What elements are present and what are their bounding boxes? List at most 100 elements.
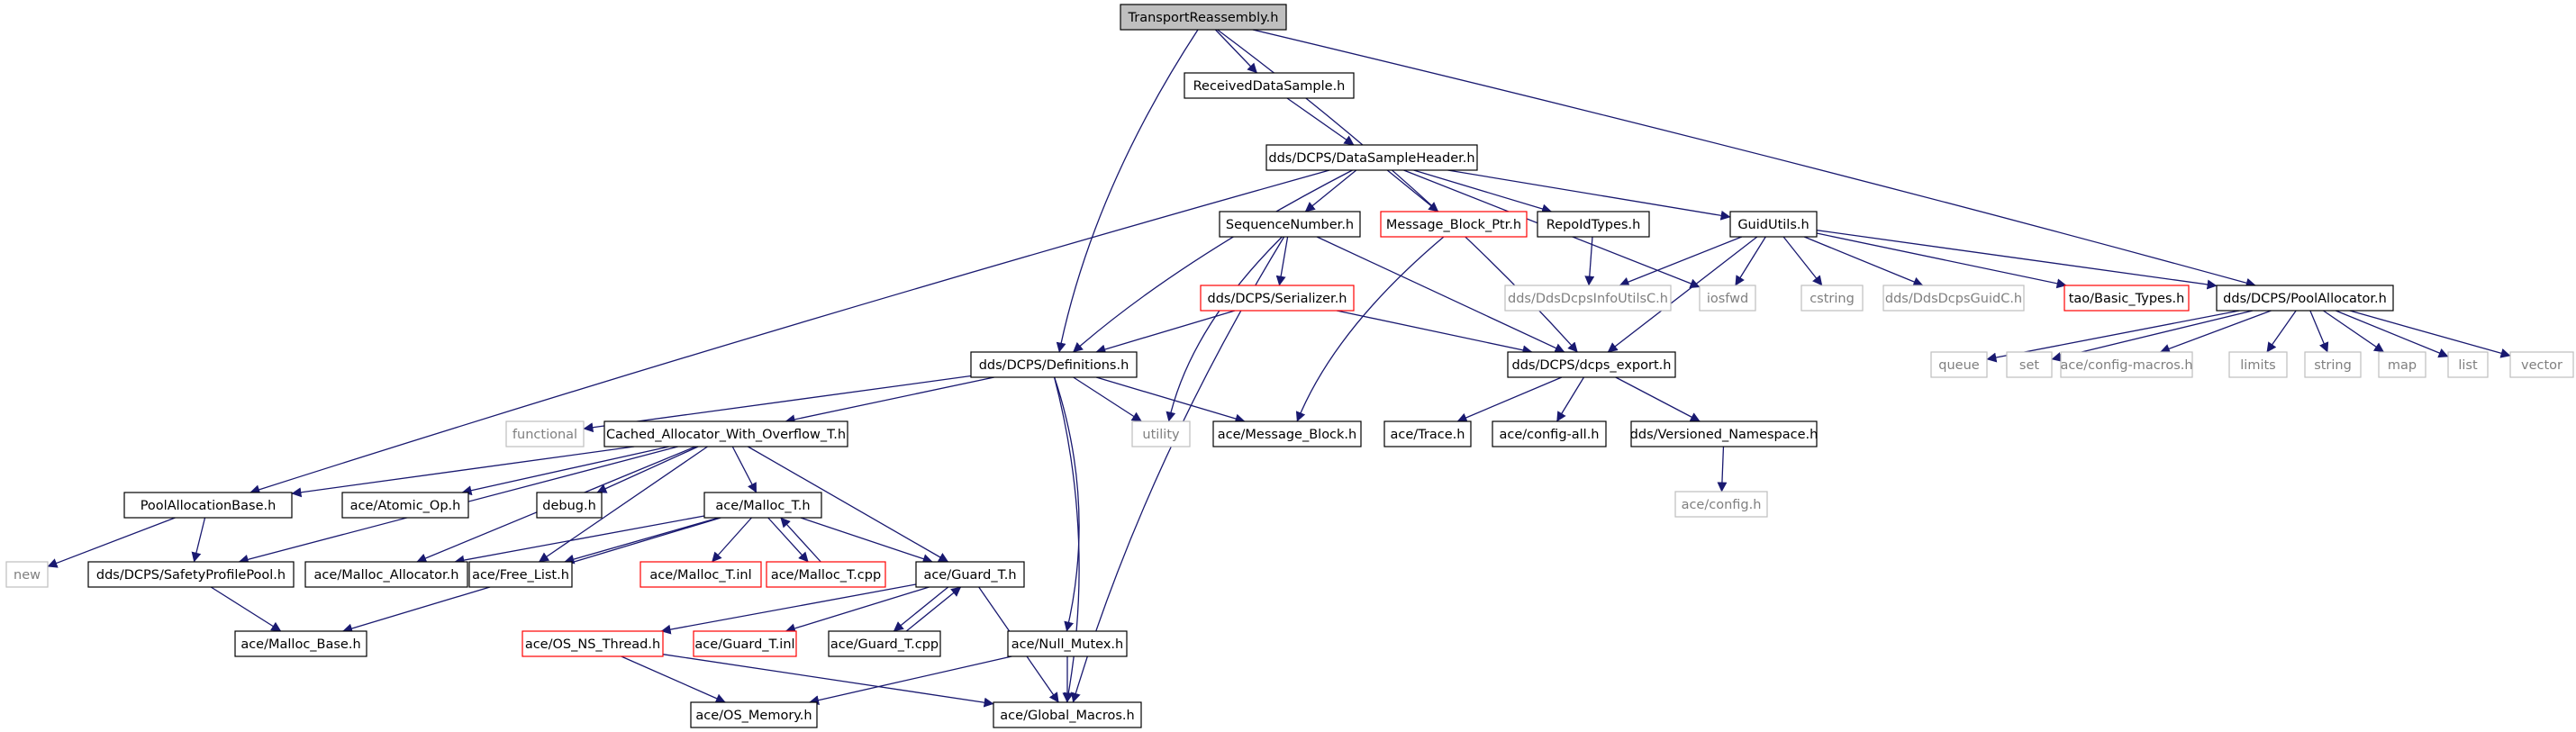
edge-n25-n35 <box>731 446 757 493</box>
node-label: Cached_Allocator_With_Overflow_T.h <box>606 428 846 442</box>
edge-n5-n8 <box>1584 236 1595 286</box>
edge-n6-n8 <box>1619 236 1743 287</box>
node-n18: ace/config-macros.h <box>2060 351 2193 378</box>
node-label: ace/config.h <box>1682 498 1762 512</box>
node-n34[interactable]: debug.h <box>536 492 603 519</box>
node-box <box>1492 420 1607 447</box>
node-n33[interactable]: ace/Atomic_Op.h <box>341 492 469 519</box>
node-box <box>1007 630 1128 657</box>
node-n20: string <box>2304 351 2362 378</box>
node-label: dds/DdsDcpsGuidC.h <box>1885 292 2022 306</box>
node-n35[interactable]: ace/Malloc_T.h <box>703 492 822 519</box>
node-box <box>1383 420 1472 447</box>
node-n46[interactable]: ace/Guard_T.cpp <box>828 630 941 657</box>
node-n16: queue <box>1930 351 1988 378</box>
node-n47[interactable]: ace/Null_Mutex.h <box>1007 630 1128 657</box>
node-label: ace/Global_Macros.h <box>1000 709 1134 723</box>
node-label: ace/Trace.h <box>1391 428 1465 442</box>
node-n44[interactable]: ace/OS_NS_Thread.h <box>522 630 664 657</box>
node-box <box>639 561 762 588</box>
edge-n25-n34 <box>596 446 699 493</box>
node-label: RepoIdTypes.h <box>1547 218 1641 232</box>
node-box <box>468 561 573 588</box>
node-label: iosfwd <box>1707 292 1748 306</box>
edge-n15-n28 <box>1456 376 1563 422</box>
node-label: limits <box>2240 358 2275 373</box>
node-n28[interactable]: ace/Trace.h <box>1383 420 1472 447</box>
node-label: functional <box>512 428 577 442</box>
node-label: queue <box>1938 358 1980 373</box>
edge-n25-n32 <box>291 446 635 498</box>
node-box <box>603 420 848 447</box>
node-n11: dds/DdsDcpsGuidC.h <box>1882 285 2025 312</box>
node-n1[interactable]: ReceivedDataSample.h <box>1184 72 1355 99</box>
node-label: dds/DCPS/DataSampleHeader.h <box>1268 151 1474 166</box>
node-box <box>993 701 1142 728</box>
node-box <box>2509 351 2574 378</box>
nodes-layer: TransportReassembly.hReceivedDataSample.… <box>5 4 2574 728</box>
node-n15[interactable]: dds/DCPS/dcps_export.h <box>1507 351 1676 378</box>
node-label: set <box>2019 358 2039 373</box>
node-box <box>123 492 293 519</box>
node-box <box>2006 351 2053 378</box>
node-label: ace/Message_Block.h <box>1218 428 1356 442</box>
node-n25[interactable]: Cached_Allocator_With_Overflow_T.h <box>603 420 848 447</box>
node-n40[interactable]: ace/Malloc_T.inl <box>639 561 762 588</box>
node-box <box>522 630 664 657</box>
node-box <box>2447 351 2489 378</box>
node-n49[interactable]: ace/Global_Macros.h <box>993 701 1142 728</box>
node-label: ace/config-all.h <box>1499 428 1599 442</box>
node-n10: cstring <box>1800 285 1864 312</box>
node-box <box>1507 351 1676 378</box>
edge-n25-n39 <box>539 446 708 563</box>
node-n38[interactable]: ace/Malloc_Allocator.h <box>304 561 468 588</box>
node-n0[interactable]: TransportReassembly.h <box>1120 4 1287 31</box>
node-label: debug.h <box>542 499 596 513</box>
node-n43[interactable]: ace/Malloc_Base.h <box>234 630 367 657</box>
edge-n2-n14 <box>1073 169 1353 353</box>
node-label: GuidUtils.h <box>1737 218 1809 232</box>
node-label: ace/OS_Memory.h <box>695 709 812 723</box>
edge-n6-n9 <box>1735 236 1766 286</box>
node-n31: ace/config.h <box>1674 491 1768 518</box>
node-box <box>1630 420 1818 447</box>
node-n3[interactable]: SequenceNumber.h <box>1219 211 1361 238</box>
node-n29[interactable]: ace/config-all.h <box>1492 420 1607 447</box>
node-label: dds/Versioned_Namespace.h <box>1630 428 1819 442</box>
edge-n4-n27 <box>1295 236 1445 422</box>
node-n2[interactable]: dds/DCPS/DataSampleHeader.h <box>1265 144 1478 171</box>
node-n19: limits <box>2228 351 2288 378</box>
node-box <box>690 701 818 728</box>
node-n17: set <box>2006 351 2053 378</box>
node-n41[interactable]: ace/Malloc_T.cpp <box>766 561 886 588</box>
node-n37[interactable]: dds/DCPS/SafetyProfilePool.h <box>87 561 295 588</box>
node-n14[interactable]: dds/DCPS/Definitions.h <box>970 351 1138 378</box>
node-n5[interactable]: RepoIdTypes.h <box>1537 211 1650 238</box>
node-box <box>1800 285 1864 312</box>
edge-n2-n32 <box>249 169 1330 495</box>
edge-n13-n20 <box>2309 310 2329 353</box>
node-n13[interactable]: dds/DCPS/PoolAllocator.h <box>2216 285 2394 312</box>
node-n22: list <box>2447 351 2489 378</box>
node-box <box>1120 4 1287 31</box>
edge-n13-n18 <box>2159 310 2272 354</box>
node-n48[interactable]: ace/OS_Memory.h <box>690 701 818 728</box>
node-n7[interactable]: dds/DCPS/Serializer.h <box>1200 285 1355 312</box>
edge-n35-n40 <box>712 517 752 563</box>
edge-n13-n21 <box>2323 310 2385 353</box>
node-box <box>341 492 469 519</box>
edge-n6-n15 <box>1607 236 1758 353</box>
node-n6[interactable]: GuidUtils.h <box>1729 211 1818 238</box>
node-n12[interactable]: tao/Basic_Types.h <box>2064 285 2190 312</box>
node-n45[interactable]: ace/Guard_T.inl <box>693 630 797 657</box>
node-n42[interactable]: ace/Guard_T.h <box>915 561 1025 588</box>
node-n39[interactable]: ace/Free_List.h <box>468 561 573 588</box>
node-label: vector <box>2521 358 2562 373</box>
node-n4[interactable]: Message_Block_Ptr.h <box>1380 211 1528 238</box>
node-n32[interactable]: PoolAllocationBase.h <box>123 492 293 519</box>
node-n27[interactable]: ace/Message_Block.h <box>1212 420 1362 447</box>
node-n30[interactable]: dds/Versioned_Namespace.h <box>1630 420 1819 447</box>
edge-n44-n49 <box>662 654 994 708</box>
edge-n35-n39 <box>564 517 720 565</box>
edge-n32-n37 <box>191 517 206 563</box>
